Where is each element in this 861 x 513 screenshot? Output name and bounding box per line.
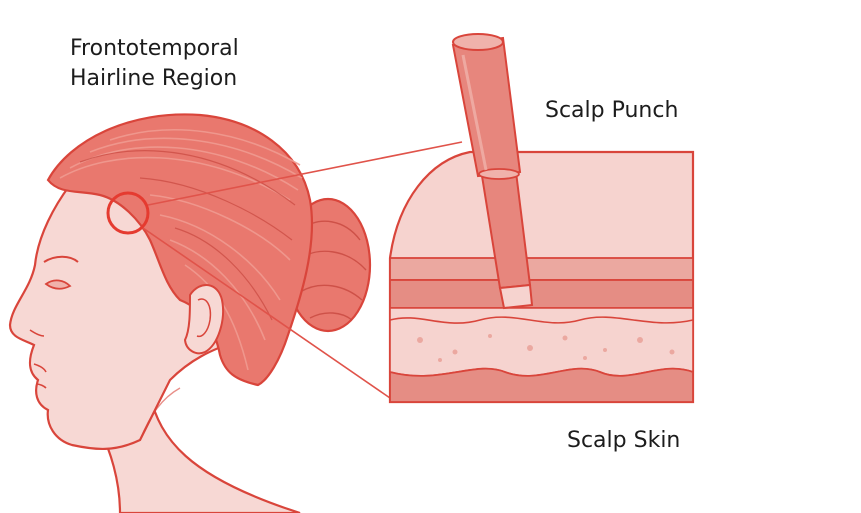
frontotemporal-region-label: Frontotemporal Hairline Region (70, 34, 239, 94)
punch-top-cap (453, 34, 503, 50)
region-label-line-2: Hairline Region (70, 64, 239, 94)
scalp-punch-label: Scalp Punch (545, 96, 678, 126)
punch-tip (500, 285, 532, 308)
scalp-skin-label: Scalp Skin (567, 426, 680, 456)
punch-collar (479, 169, 519, 179)
scalp-band-upper (390, 258, 693, 280)
region-label-line-1: Frontotemporal (70, 34, 239, 64)
scalp-band-mid (390, 280, 693, 308)
scalp-dermis (390, 308, 693, 376)
